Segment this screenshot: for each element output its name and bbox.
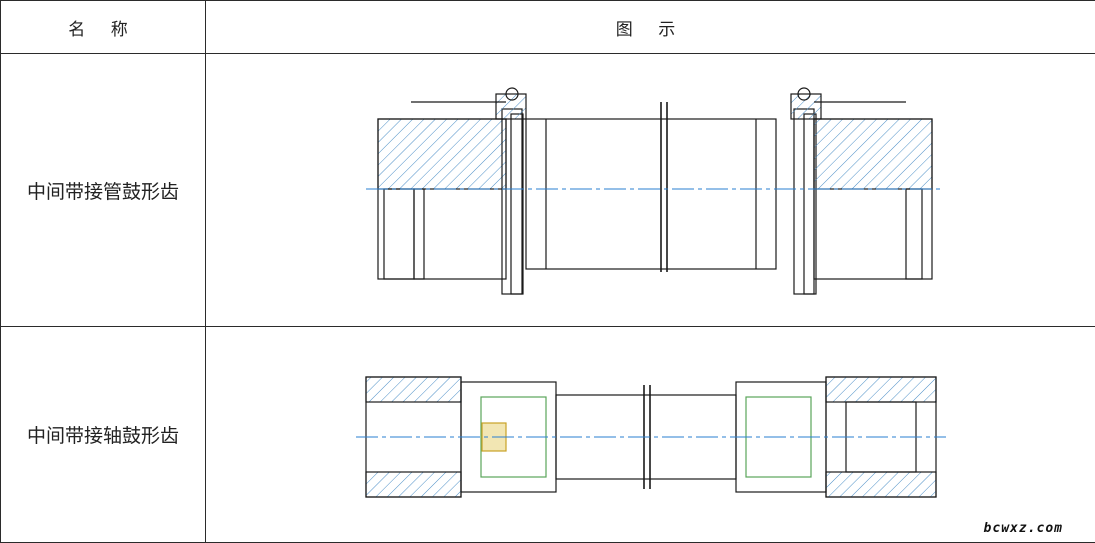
figure-cell-shaft-type: bcwxz.com bbox=[205, 326, 1095, 543]
intermediate-tube bbox=[525, 118, 777, 270]
left-hub bbox=[377, 118, 507, 280]
right-hub-hatch bbox=[813, 118, 933, 190]
left-hub-hatch bbox=[377, 118, 507, 190]
right-hub bbox=[813, 118, 933, 280]
row-name-shaft-type: 中间带接轴鼓形齿 bbox=[0, 326, 206, 543]
figure-cell-tube-type bbox=[205, 53, 1095, 327]
header-figure: 图 示 bbox=[205, 0, 1095, 54]
header-row: 名 称 图 示 bbox=[0, 0, 1095, 54]
table-row: 中间带接管鼓形齿 bbox=[0, 53, 1095, 327]
drawing-tube-coupling bbox=[366, 87, 941, 295]
table-row: 中间带接轴鼓形齿 bbox=[0, 326, 1095, 543]
watermark: bcwxz.com bbox=[983, 521, 1063, 536]
row-name-tube-type: 中间带接管鼓形齿 bbox=[0, 53, 206, 327]
drawing-shaft-coupling bbox=[356, 376, 946, 498]
header-name: 名 称 bbox=[0, 0, 206, 54]
